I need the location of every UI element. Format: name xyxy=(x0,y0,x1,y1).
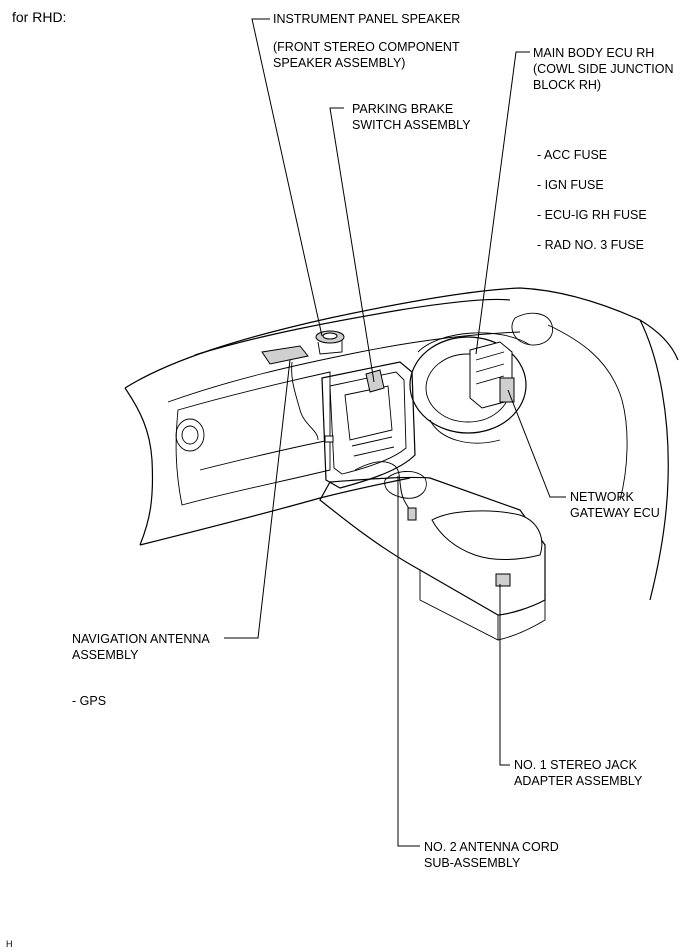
figure-code: H xyxy=(6,936,13,952)
network-gateway-ecu xyxy=(499,377,515,403)
center-stack-controls xyxy=(351,436,395,457)
page-title: for RHD: xyxy=(12,9,66,25)
main-body-ecu-line2: (COWL SIDE JUNCTION xyxy=(533,62,674,76)
fuse-item: - ACC FUSE xyxy=(537,147,607,163)
leader-parking-brake xyxy=(329,107,375,383)
label-instrument-panel-speaker-sub: (FRONT STEREO COMPONENT SPEAKER ASSEMBLY… xyxy=(273,39,460,71)
console-side-line xyxy=(419,570,499,641)
instrument-panel-speaker-bracket xyxy=(317,340,343,355)
glovebox-line xyxy=(199,439,331,471)
leader-main-body-ecu xyxy=(475,51,530,355)
right-vent-outline xyxy=(511,312,554,346)
label-navigation-antenna: NAVIGATION ANTENNA ASSEMBLY xyxy=(72,631,210,663)
center-stack-outline xyxy=(321,361,416,489)
instrument-cluster-hood xyxy=(417,332,531,353)
label-stereo-jack: NO. 1 STEREO JACK ADAPTER ASSEMBLY xyxy=(514,757,642,789)
center-console-outline xyxy=(319,476,546,616)
left-vent xyxy=(175,418,205,452)
console-front-line xyxy=(497,600,546,641)
network-gateway-line2: GATEWAY ECU xyxy=(570,506,660,520)
leader-network-gateway xyxy=(507,389,566,498)
fuse-item: - RAD NO. 3 FUSE xyxy=(537,237,644,253)
instrument-panel-speaker-sub2: SPEAKER ASSEMBLY) xyxy=(273,56,406,70)
antenna-cord-wire xyxy=(354,461,415,519)
stereo-jack-line1: NO. 1 STEREO JACK xyxy=(514,758,637,772)
leader-antenna-cord xyxy=(397,476,420,847)
steering-column xyxy=(429,419,501,444)
dashboard-left-outline xyxy=(124,387,154,546)
fuse-acc: - ACC FUSE xyxy=(537,148,608,162)
label-antenna-cord: NO. 2 ANTENNA CORD SUB-ASSEMBLY xyxy=(424,839,559,871)
label-navigation-antenna-note: - GPS xyxy=(72,693,106,709)
dashboard-lower-edge xyxy=(139,477,411,546)
steering-wheel-rim xyxy=(409,336,527,434)
label-parking-brake: PARKING BRAKE SWITCH ASSEMBLY xyxy=(352,101,471,133)
armrest xyxy=(431,510,543,561)
dashboard-left-face xyxy=(175,371,331,506)
windshield-lower-edge xyxy=(194,298,511,356)
antenna-cord-connector xyxy=(407,507,417,521)
main-body-ecu-detail xyxy=(475,351,505,385)
stereo-jack-line2: ADAPTER ASSEMBLY xyxy=(514,774,643,788)
antenna-cord-line2: SUB-ASSEMBLY xyxy=(424,856,521,870)
antenna-cord-line1: NO. 2 ANTENNA CORD xyxy=(424,840,559,854)
network-gateway-line1: NETWORK xyxy=(570,490,634,504)
leader-instrument-panel-speaker xyxy=(251,18,323,337)
label-main-body-ecu: MAIN BODY ECU RH (COWL SIDE JUNCTION BLO… xyxy=(533,45,674,93)
navigation-antenna-line2: ASSEMBLY xyxy=(72,648,139,662)
stereo-jack-adapter xyxy=(495,573,511,587)
label-instrument-panel-speaker: INSTRUMENT PANEL SPEAKER xyxy=(273,11,460,27)
fuse-ecu-ig-rh: - ECU-IG RH FUSE xyxy=(537,208,647,222)
instrument-panel-speaker-sub1: (FRONT STEREO COMPONENT xyxy=(273,40,460,54)
left-vent-inner xyxy=(181,425,199,445)
leader-navigation-antenna xyxy=(224,359,291,639)
parking-brake-line1: PARKING BRAKE xyxy=(352,102,454,116)
fuse-item: - IGN FUSE xyxy=(537,177,604,193)
label-network-gateway: NETWORK GATEWAY ECU xyxy=(570,489,660,521)
fuse-rad-no3: - RAD NO. 3 FUSE xyxy=(537,238,644,252)
leader-stereo-jack xyxy=(499,584,510,766)
instrument-panel-speaker-cone xyxy=(322,332,338,340)
navigation-antenna-gps: - GPS xyxy=(72,694,107,708)
page-title-text: for RHD: xyxy=(12,9,67,25)
fuse-ign: - IGN FUSE xyxy=(537,178,604,192)
main-body-ecu-line1: MAIN BODY ECU RH xyxy=(533,46,655,60)
dashboard-upper-panel-line xyxy=(167,331,521,403)
parking-brake-line2: SWITCH ASSEMBLY xyxy=(352,118,471,132)
navigation-antenna-lead xyxy=(291,361,319,441)
instrument-panel-speaker-name: INSTRUMENT PANEL SPEAKER xyxy=(273,12,461,26)
right-side-trim xyxy=(547,324,628,501)
figure-code-text: H xyxy=(6,939,13,949)
right-door-outline xyxy=(639,319,669,601)
parking-brake-switch xyxy=(365,369,385,393)
shifter-area xyxy=(384,471,427,499)
navigation-antenna-connector xyxy=(324,435,334,443)
fuse-item: - ECU-IG RH FUSE xyxy=(537,207,647,223)
dashboard-top-outline xyxy=(124,287,679,389)
center-display xyxy=(344,385,393,441)
main-body-ecu-line3: BLOCK RH) xyxy=(533,78,602,92)
navigation-antenna-line1: NAVIGATION ANTENNA xyxy=(72,632,210,646)
navigation-antenna-body xyxy=(261,345,309,365)
center-stack-bezel xyxy=(329,371,407,475)
